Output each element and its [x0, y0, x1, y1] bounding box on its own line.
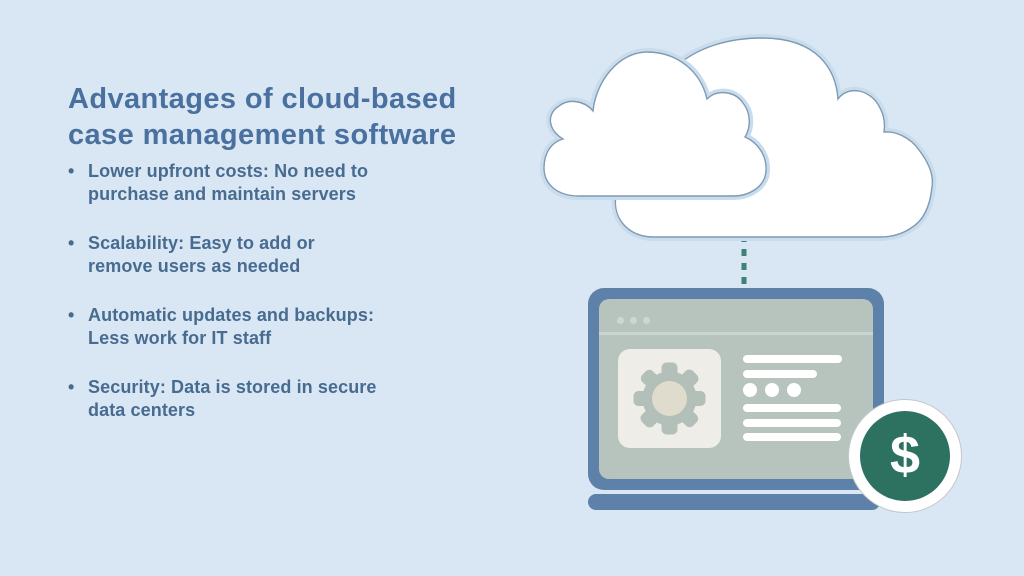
list-item-text: Security: Data is stored in secure data … [88, 377, 377, 420]
dot-placeholder [765, 383, 779, 397]
advantages-list: • Lower upfront costs: No need to purcha… [68, 160, 398, 448]
dollar-coin-icon: $ [848, 399, 962, 513]
list-item: • Automatic updates and backups: Less wo… [68, 304, 398, 350]
text-line-placeholder [743, 419, 841, 427]
laptop-base [588, 494, 880, 510]
bullet-icon: • [68, 305, 75, 325]
list-item-text: Scalability: Easy to add or remove users… [88, 233, 315, 276]
browser-dot [630, 317, 637, 324]
list-item: • Lower upfront costs: No need to purcha… [68, 160, 398, 206]
browser-dot [643, 317, 650, 324]
gear-icon [633, 362, 706, 435]
cloud-front [540, 48, 771, 200]
dot-placeholder [743, 383, 757, 397]
dot-placeholder [787, 383, 801, 397]
bullet-icon: • [68, 233, 75, 253]
text-line-placeholder [743, 433, 841, 441]
text-line-placeholder [743, 355, 842, 363]
coin-face: $ [860, 411, 950, 501]
bullet-icon: • [68, 161, 75, 181]
text-line-placeholder [743, 370, 817, 378]
list-item-text: Automatic updates and backups: Less work… [88, 305, 375, 348]
list-item-text: Lower upfront costs: No need to purchase… [88, 161, 369, 204]
cloud-icon [540, 34, 937, 293]
dollar-sign: $ [889, 425, 921, 485]
text-line-placeholder [743, 404, 841, 412]
list-item: • Scalability: Easy to add or remove use… [68, 232, 398, 278]
screen-card [618, 349, 721, 448]
laptop-screen [599, 299, 873, 479]
laptop-icon [588, 288, 884, 490]
page-title: Advantages of cloud-based case managemen… [68, 83, 457, 152]
browser-dot [617, 317, 624, 324]
screen-divider [599, 332, 873, 335]
list-item: • Security: Data is stored in secure dat… [68, 376, 398, 422]
bullet-icon: • [68, 377, 75, 397]
